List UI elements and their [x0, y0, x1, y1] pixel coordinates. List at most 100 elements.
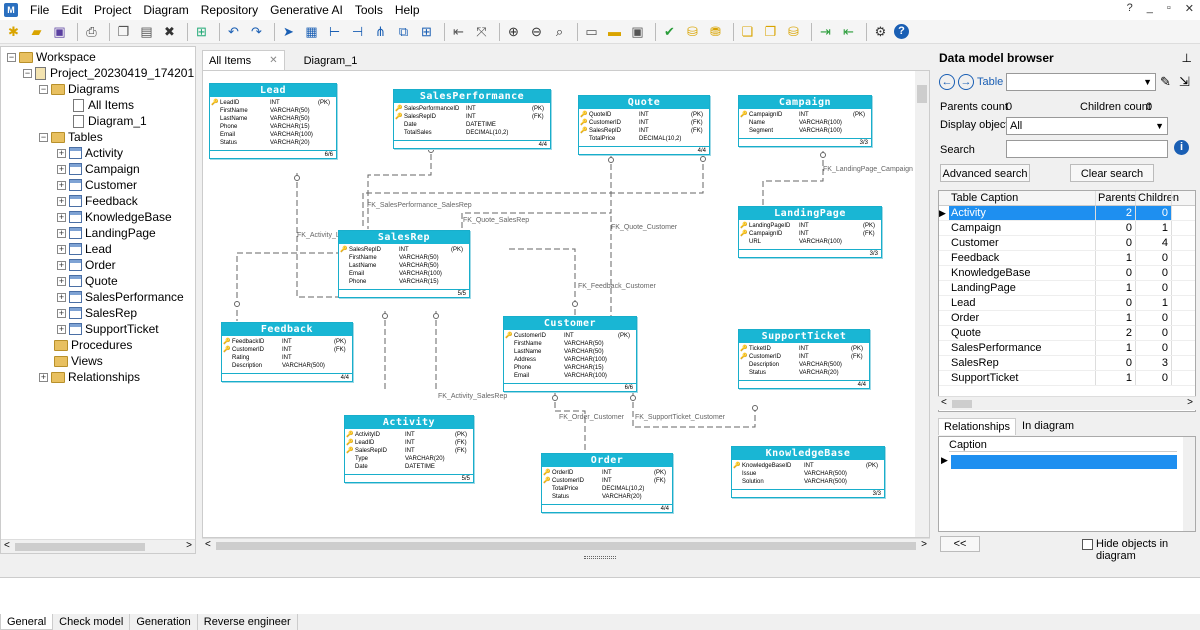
- entity-column-row[interactable]: 🔑SalesRepIDINT(FK): [394, 113, 550, 121]
- entity-column-row[interactable]: DescriptionVARCHAR(500): [739, 361, 869, 369]
- tree-table-quote[interactable]: +Quote: [57, 273, 118, 289]
- folder-icon[interactable]: ▬: [605, 22, 624, 41]
- entity-column-row[interactable]: StatusVARCHAR(20): [542, 493, 672, 501]
- entity-column-row[interactable]: TotalPriceDECIMAL(10,2): [579, 135, 709, 143]
- relation-many-icon[interactable]: ⋔: [371, 22, 390, 41]
- column-header-children[interactable]: Children: [1135, 191, 1171, 205]
- pointer-icon[interactable]: ➤: [279, 22, 298, 41]
- generate-db-icon[interactable]: ⛁: [683, 22, 702, 41]
- entity-column-row[interactable]: TotalPriceDECIMAL(10,2): [542, 485, 672, 493]
- delete-icon[interactable]: ✖: [160, 22, 179, 41]
- entity-column-row[interactable]: 🔑SalesRepIDINT(FK): [345, 447, 473, 455]
- edit-icon[interactable]: ✎: [1160, 74, 1171, 90]
- entity-column-row[interactable]: PhoneVARCHAR(15): [210, 123, 336, 131]
- layout-icon[interactable]: ▣: [628, 22, 647, 41]
- entity-feedback[interactable]: Feedback🔑FeedbackIDINT(PK)🔑CustomerIDINT…: [221, 322, 353, 382]
- tab-reverse-engineer[interactable]: Reverse engineer: [198, 614, 298, 630]
- tree-table-campaign[interactable]: +Campaign: [57, 161, 140, 177]
- entity-column-row[interactable]: PhoneVARCHAR(15): [339, 278, 469, 286]
- table-row[interactable]: Customer04: [939, 236, 1196, 251]
- entity-column-row[interactable]: 🔑CustomerIDINT(FK): [542, 477, 672, 485]
- entity-column-row[interactable]: 🔑QuoteIDINT(PK): [579, 111, 709, 119]
- entity-salesrep[interactable]: SalesRep🔑SalesRepIDINT(PK)FirstNameVARCH…: [338, 230, 470, 298]
- entity-column-row[interactable]: 🔑FeedbackIDINT(PK): [222, 338, 352, 346]
- import-doc-icon[interactable]: ❐: [761, 22, 780, 41]
- zoom-in-icon[interactable]: ⊕: [504, 22, 523, 41]
- entity-column-row[interactable]: 🔑LeadIDINT(PK): [210, 99, 336, 107]
- menu-file[interactable]: File: [24, 0, 55, 20]
- entity-supportticket[interactable]: SupportTicket🔑TicketIDINT(PK)🔑CustomerID…: [738, 329, 870, 389]
- menu-tools[interactable]: Tools: [349, 0, 389, 20]
- clear-search-button[interactable]: Clear search: [1070, 164, 1154, 182]
- table-row[interactable]: SalesRep03: [939, 356, 1196, 371]
- panel-resize-grip[interactable]: [584, 556, 616, 559]
- entity-column-row[interactable]: EmailVARCHAR(100): [339, 270, 469, 278]
- new-project-icon[interactable]: ✱: [4, 22, 23, 41]
- table-row[interactable]: Feedback10: [939, 251, 1196, 266]
- menu-edit[interactable]: Edit: [55, 0, 88, 20]
- entity-column-row[interactable]: URLVARCHAR(100): [739, 238, 881, 246]
- relationship-label[interactable]: FK_LandingPage_Campaign: [823, 166, 913, 173]
- new-table-icon[interactable]: ▦: [302, 22, 321, 41]
- add-item-icon[interactable]: ⊞: [192, 22, 211, 41]
- tab-in-diagram[interactable]: In diagram: [1016, 418, 1080, 435]
- entity-column-row[interactable]: 🔑ActivityIDINT(PK): [345, 431, 473, 439]
- properties-icon[interactable]: ▭: [582, 22, 601, 41]
- entity-activity[interactable]: Activity🔑ActivityIDINT(PK)🔑LeadIDINT(FK)…: [344, 415, 474, 483]
- column-header-caption[interactable]: Table Caption: [949, 191, 1095, 205]
- entity-order[interactable]: Order🔑OrderIDINT(PK)🔑CustomerIDINT(FK)To…: [541, 453, 673, 513]
- selected-row[interactable]: [951, 455, 1177, 469]
- menu-help[interactable]: Help: [389, 0, 426, 20]
- tree-workspace[interactable]: −Workspace: [7, 49, 96, 65]
- entity-column-row[interactable]: 🔑SalesRepIDINT(PK): [339, 246, 469, 254]
- entity-column-row[interactable]: AddressVARCHAR(100): [504, 356, 636, 364]
- entity-column-row[interactable]: LastNameVARCHAR(50): [504, 348, 636, 356]
- entity-landingpage[interactable]: LandingPage🔑LandingPageIDINT(PK)🔑Campaig…: [738, 206, 882, 258]
- entity-column-row[interactable]: FirstNameVARCHAR(50): [210, 107, 336, 115]
- entity-column-row[interactable]: 🔑LandingPageIDINT(PK): [739, 222, 881, 230]
- export-doc-icon[interactable]: ❏: [738, 22, 757, 41]
- relationship-label[interactable]: FK_Quote_SalesRep: [463, 217, 529, 224]
- hide-objects-checkbox[interactable]: [1082, 539, 1093, 550]
- check-icon[interactable]: ✔: [660, 22, 679, 41]
- entity-column-row[interactable]: DateDATETIME: [394, 121, 550, 129]
- tree-procedures[interactable]: Procedures: [54, 337, 132, 353]
- tree-relationships[interactable]: +Relationships: [39, 369, 140, 385]
- relation-icon[interactable]: ⊢: [325, 22, 344, 41]
- tree-tables[interactable]: −Tables: [39, 129, 103, 145]
- tab-relationships[interactable]: Relationships: [938, 418, 1016, 435]
- table-row[interactable]: SupportTicket10: [939, 371, 1196, 386]
- table-select[interactable]: ▼: [1006, 73, 1156, 91]
- table-row[interactable]: LandingPage10: [939, 281, 1196, 296]
- column-header-caption[interactable]: Caption: [949, 439, 1177, 452]
- entity-column-row[interactable]: 🔑CustomerIDINT(FK): [222, 346, 352, 354]
- entity-column-row[interactable]: RatingINT: [222, 354, 352, 362]
- back-icon[interactable]: ←: [939, 74, 955, 90]
- tab-diagram-1[interactable]: Diagram_1: [297, 50, 365, 70]
- table-row[interactable]: KnowledgeBase00: [939, 266, 1196, 281]
- menu-project[interactable]: Project: [88, 0, 137, 20]
- minimize-button[interactable]: _: [1147, 2, 1153, 15]
- table-row[interactable]: Order10: [939, 311, 1196, 326]
- table-row[interactable]: SalesPerformance10: [939, 341, 1196, 356]
- tree-table-order[interactable]: +Order: [57, 257, 116, 273]
- settings-icon[interactable]: ⚙: [871, 22, 890, 41]
- goto-icon[interactable]: ⇲: [1179, 74, 1190, 90]
- relationships-scrollbar[interactable]: [1183, 437, 1195, 531]
- relationship-label[interactable]: FK_SupportTicket_Customer: [635, 414, 725, 421]
- diagram-canvas[interactable]: FK_SalesPerformance_SalesRep FK_Quote_Sa…: [202, 70, 930, 538]
- entity-salesperformance[interactable]: SalesPerformance🔑SalesPerformanceIDINT(P…: [393, 89, 551, 149]
- relationship-label[interactable]: FK_Order_Customer: [559, 414, 624, 421]
- entity-column-row[interactable]: LastNameVARCHAR(50): [339, 262, 469, 270]
- tree-diagram-all-items[interactable]: All Items: [73, 97, 134, 113]
- entity-column-row[interactable]: 🔑SalesPerformanceIDINT(PK): [394, 105, 550, 113]
- tree-table-salesperformance[interactable]: +SalesPerformance: [57, 289, 184, 305]
- grid-horizontal-scrollbar[interactable]: < >: [938, 396, 1196, 410]
- entity-column-row[interactable]: TypeVARCHAR(20): [345, 455, 473, 463]
- restore-button[interactable]: ▫: [1167, 2, 1171, 15]
- entity-column-row[interactable]: DateDATETIME: [345, 463, 473, 471]
- undo-icon[interactable]: ↶: [224, 22, 243, 41]
- zoom-out-icon[interactable]: ⊖: [527, 22, 546, 41]
- entity-column-row[interactable]: DescriptionVARCHAR(500): [222, 362, 352, 370]
- menu-diagram[interactable]: Diagram: [137, 0, 194, 20]
